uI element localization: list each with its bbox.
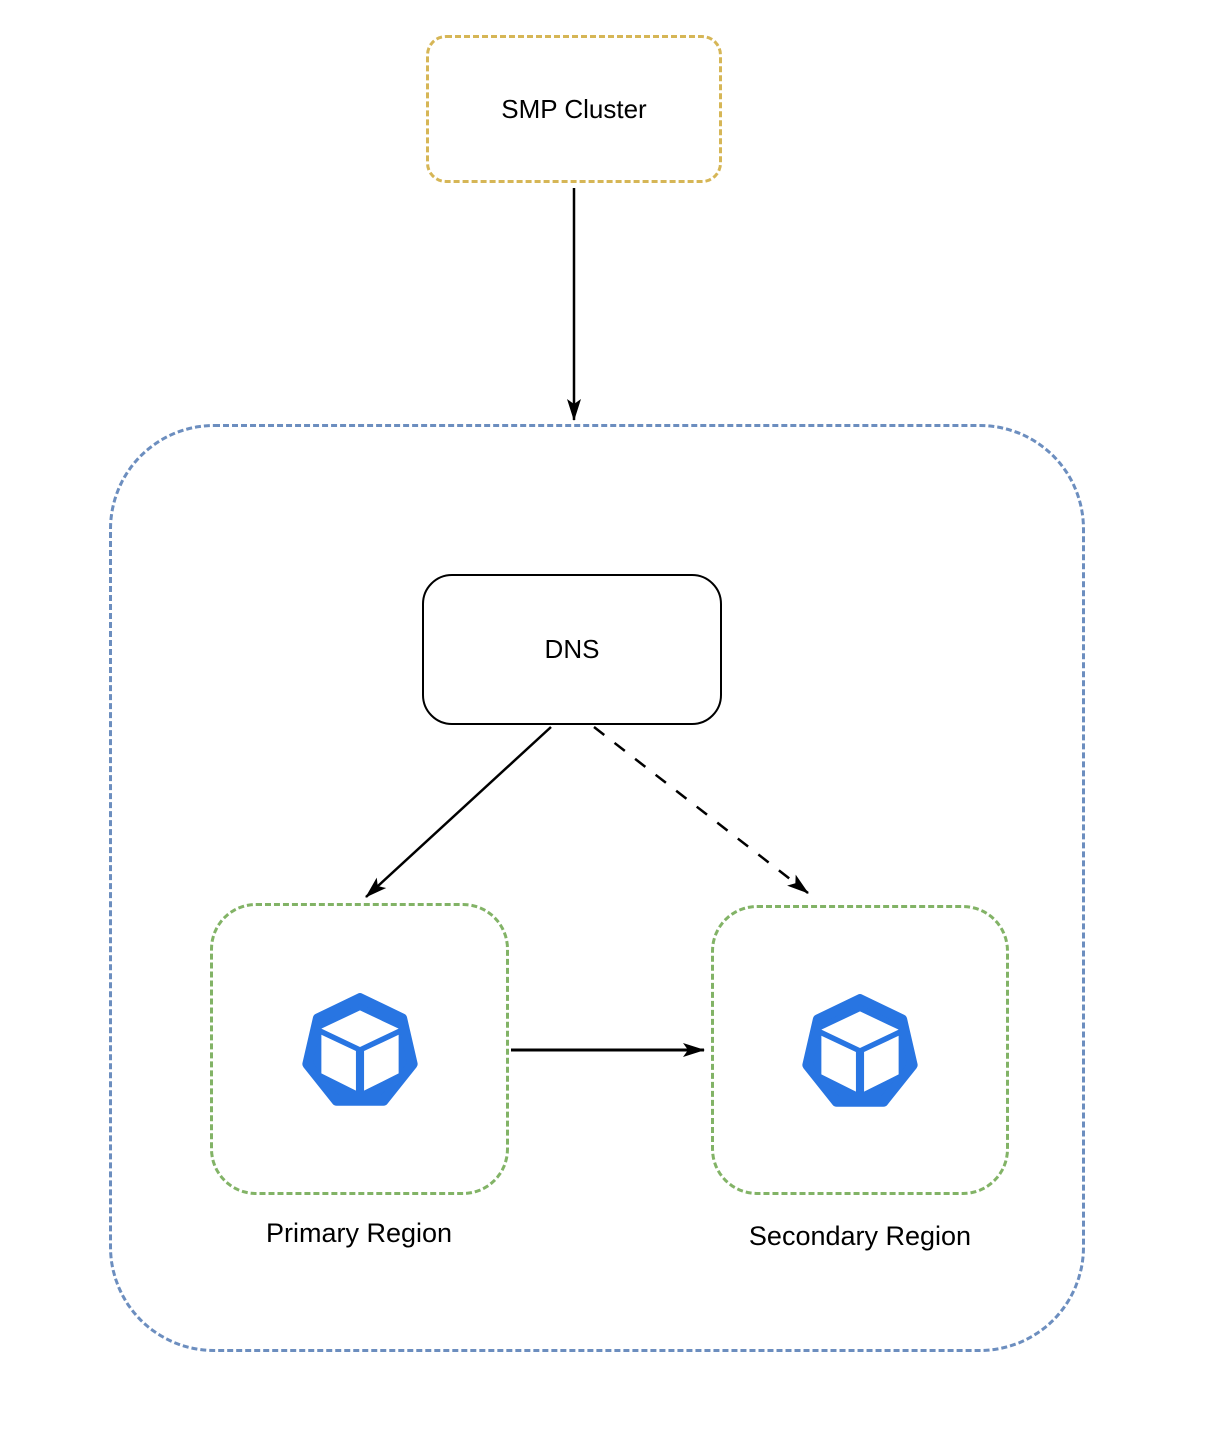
node-secondary-region bbox=[711, 905, 1009, 1195]
node-smp-cluster: SMP Cluster bbox=[426, 35, 722, 183]
secondary-region-label: Secondary Region bbox=[748, 1221, 972, 1251]
node-dns: DNS bbox=[422, 574, 722, 725]
node-region-container bbox=[109, 424, 1085, 1352]
kubernetes-cluster-icon bbox=[301, 993, 418, 1106]
kubernetes-cluster-icon bbox=[802, 994, 918, 1107]
smp-cluster-label: SMP Cluster bbox=[501, 93, 647, 124]
dns-label: DNS bbox=[544, 634, 600, 664]
primary-region-label: Primary Region bbox=[265, 1218, 453, 1248]
node-primary-region bbox=[210, 903, 509, 1195]
